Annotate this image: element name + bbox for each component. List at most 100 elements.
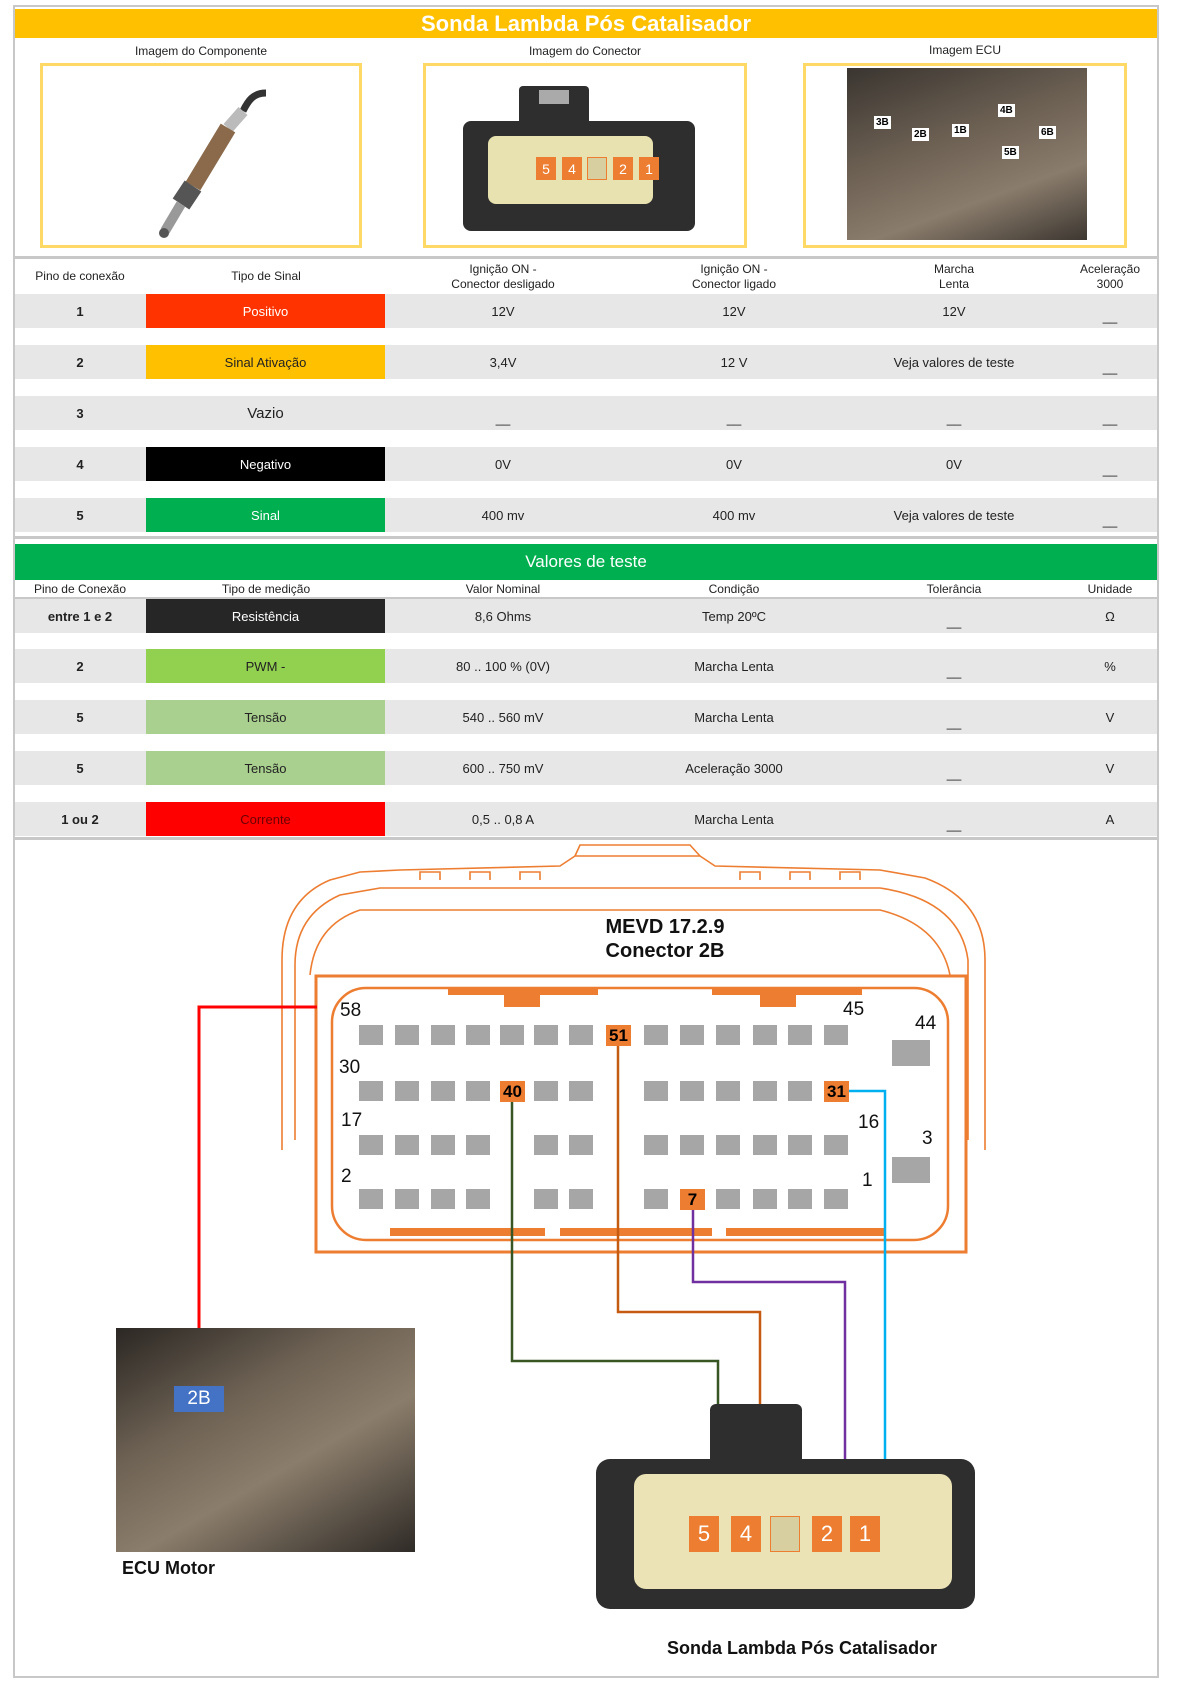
connector-pin: 2 [613, 157, 633, 180]
sensor-pin: 5 [689, 1516, 719, 1552]
ecu-connector-tag: 2B [912, 128, 929, 141]
table-cell: 0V [726, 456, 742, 472]
table-cell: 12 V [720, 354, 748, 370]
table-cell: 2 [76, 658, 84, 674]
column-header: Tolerância [926, 581, 982, 596]
pin-row-label: 17 [341, 1110, 363, 1131]
ecu-pin [680, 1025, 704, 1045]
sensor-caption: Sonda Lambda Pós Catalisador [667, 1638, 938, 1658]
table-cell: 80 .. 100 % (0V) [456, 658, 550, 674]
table-cell: 540 .. 560 mV [462, 709, 544, 725]
ecu-image-label: Imagem ECU [928, 43, 1002, 57]
ecu-pin [753, 1189, 777, 1209]
table-cell: __ [946, 766, 962, 781]
page-frame [13, 5, 1159, 1678]
table-cell: Marcha Lenta [694, 709, 774, 725]
lambda-sensor-illustration [159, 89, 267, 238]
sensor-pin: 2 [812, 1516, 842, 1552]
table-cell: A [1105, 811, 1115, 827]
table-cell: Temp 20ºC [702, 608, 766, 624]
ecu-pin [569, 1189, 593, 1209]
signal-type-cell: Tensão [146, 751, 385, 785]
table-cell: 12V [722, 303, 746, 319]
sensor-pin [770, 1516, 800, 1552]
table-cell: Marcha Lenta [694, 658, 774, 674]
ecu-pin [359, 1081, 383, 1101]
signal-type-cell: Vazio [247, 404, 284, 422]
table-cell: __ [1102, 411, 1118, 426]
pin-row-label: 3 [922, 1128, 933, 1149]
pin-row-label: 58 [340, 1000, 362, 1021]
ecu-connector-title: Conector 2B [605, 940, 725, 962]
table-cell: __ [1102, 309, 1118, 324]
ecu-pin [359, 1189, 383, 1209]
wire-pin7-to-pin2 [691, 1210, 847, 1518]
ecu-pin [569, 1025, 593, 1045]
ecu-pin [753, 1081, 777, 1101]
ecu-pin [892, 1040, 930, 1066]
table-cell: 8,6 Ohms [474, 608, 532, 624]
table-cell: 12V [491, 303, 515, 319]
ecu-pin [534, 1081, 558, 1101]
ecu-pin [680, 1135, 704, 1155]
table-cell: __ [946, 614, 962, 629]
table-cell: Marcha Lenta [694, 811, 774, 827]
connector-pin: 4 [562, 157, 582, 180]
ecu-pin [466, 1081, 490, 1101]
ecu-motor-photo: 2B [116, 1328, 415, 1552]
ecu-pin [395, 1135, 419, 1155]
ecu-pin [644, 1135, 668, 1155]
ecu-pin-highlighted: 31 [824, 1081, 849, 1102]
table-cell: Veja valores de teste [893, 354, 1015, 370]
ecu-pin [431, 1025, 455, 1045]
ecu-pin [788, 1135, 812, 1155]
ecu-connector-inner [330, 986, 950, 1242]
component-image [40, 63, 362, 248]
table-cell: 3,4V [489, 354, 517, 370]
ecu-pin [359, 1025, 383, 1045]
connector-pin: 1 [639, 157, 659, 180]
column-header: Pino de conexão [35, 269, 125, 283]
table-cell: __ [726, 411, 742, 426]
table-cell: __ [1102, 360, 1118, 375]
test-values-title: Valores de teste [15, 544, 1157, 580]
ecu-pin [644, 1025, 668, 1045]
signal-type-cell: Sinal [146, 498, 385, 532]
signal-type-cell: Negativo [146, 447, 385, 481]
ecu-pin [466, 1135, 490, 1155]
ecu-pin [395, 1025, 419, 1045]
ecu-photo [847, 68, 1087, 240]
table-cell: __ [1102, 513, 1118, 528]
ecu-pin [395, 1081, 419, 1101]
pin-row-label: 44 [915, 1013, 937, 1034]
ecu-pin [569, 1081, 593, 1101]
ecu-pin [753, 1025, 777, 1045]
ecu-pin [431, 1081, 455, 1101]
column-header: Unidade [1087, 581, 1133, 596]
signal-type-cell: PWM - [146, 649, 385, 683]
ecu-connector-outline [314, 974, 968, 1254]
ecu-pin [824, 1135, 848, 1155]
ecu-pin [569, 1135, 593, 1155]
table-cell: 0,5 .. 0,8 A [471, 811, 535, 827]
wire-pin31-to-pin1 [849, 1089, 887, 1518]
connector-pin: 5 [536, 157, 556, 180]
ecu-pin [788, 1025, 812, 1045]
table-cell: 1 [76, 303, 84, 319]
column-header: Valor Nominal [465, 581, 541, 596]
ecu-pin [431, 1189, 455, 1209]
ecu-pin [824, 1025, 848, 1045]
ecu-connector-tag: 3B [874, 116, 891, 129]
component-image-label: Imagem do Componente [134, 44, 268, 58]
ecu-pin [644, 1189, 668, 1209]
ecu-pin [753, 1135, 777, 1155]
ecu-2b-tag: 2B [174, 1386, 224, 1412]
ecu-motor-caption: ECU Motor [122, 1558, 215, 1578]
page-title: Sonda Lambda Pós Catalisador [15, 9, 1157, 38]
